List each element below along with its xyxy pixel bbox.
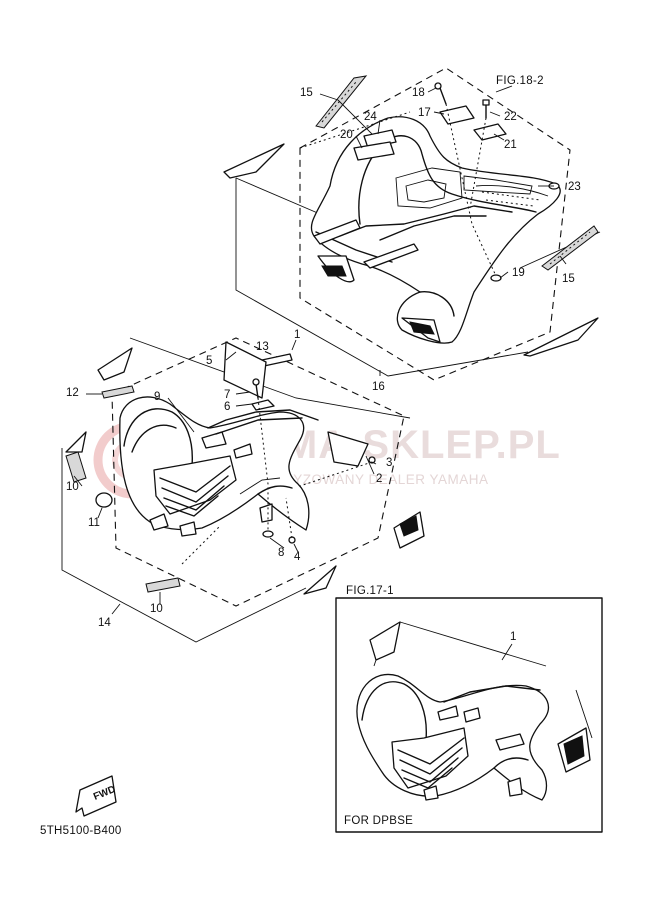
callout-13: 13 [256,341,269,353]
callout-22: 22 [504,111,517,123]
callout-23: 23 [568,181,581,193]
rear-side-trim [363,243,419,269]
grommet-8 [262,530,274,538]
front-fin-decal-small [65,431,87,453]
inset-front-fender [356,673,550,801]
front-vent [233,443,253,459]
callout-20: 20 [340,129,353,141]
bolt-18 [434,82,447,105]
fwd-arrow-icon: FWD [75,775,117,817]
rear-fender-group [223,67,601,381]
rear-kit-line [235,177,321,215]
rear-side-trim [313,219,361,245]
callout-12: 12 [66,387,79,399]
callout-2: 2 [376,473,382,485]
label-2 [327,431,369,467]
callout-19: 19 [512,267,525,279]
front-kit-outline [129,337,411,419]
callout-numbers: 15 24 20 18 17 22 21 23 19 15 16 1 13 5 … [66,87,581,643]
rear-leader-lines [319,85,567,376]
front-nose-grille [153,455,237,515]
front-dashed-boundary [111,337,405,607]
decal-10-upper [65,451,87,483]
decal-10-lower [145,577,181,593]
figure-ref-rear: FIG.18-2 [496,75,544,87]
grommet-19 [490,274,502,282]
decal-12 [101,385,135,399]
inset-caption: FOR DPBSE [344,815,413,827]
callout-1: 1 [294,329,300,341]
callout-9: 9 [154,391,160,403]
front-fender-group [61,337,425,643]
callout-10-upper: 10 [66,481,79,493]
watermark-subtitle: AUTORYZOWANY DEALER YAMAHA [244,472,489,487]
callout-16: 16 [372,381,385,393]
screw-3 [368,456,376,464]
rear-dashed-boundary [299,67,571,381]
side-decal-15-left [315,75,368,129]
bolt-22 [482,99,490,119]
callout-24: 24 [364,111,377,123]
rear-fin-decal-left [223,143,285,179]
rear-kit-outline [235,178,529,377]
callout-15-right: 15 [562,273,575,285]
callout-21: 21 [504,139,517,151]
callout-10-lower: 10 [150,603,163,615]
label-20 [353,141,395,161]
callout-14: 14 [98,617,111,629]
callout-1-inset: 1 [510,631,516,643]
callout-15-left: 15 [300,87,313,99]
front-fender [119,396,319,537]
label-21 [473,123,507,141]
front-kit-outline [61,448,307,643]
callout-7: 7 [224,389,230,401]
callout-5: 5 [206,355,212,367]
inset-box: FOR DPBSE [335,597,603,833]
inset-nose-grille [391,727,469,789]
callout-18: 18 [412,87,425,99]
bolt-7 [252,378,260,399]
callout-4: 4 [294,551,301,563]
figure-ref-front: FIG.17-1 [346,585,394,597]
label-6 [251,399,275,411]
label-17 [439,105,475,125]
rear-fender [310,116,561,344]
front-fin-decal-left [97,347,133,381]
callout-3: 3 [386,457,392,469]
emblem-11 [95,492,113,508]
callout-6: 6 [224,401,230,413]
inset-fin-decal [369,621,401,661]
label-13 [261,353,293,367]
inset-frame [335,597,603,833]
front-leader-lines [73,339,377,615]
callout-11: 11 [88,517,100,529]
part-code: 5TH5100-B400 [40,825,122,837]
callout-8: 8 [278,547,284,559]
callout-17: 17 [418,107,431,119]
front-fin-decal-bottom [303,565,337,595]
rear-fin-decal-right [523,317,599,357]
